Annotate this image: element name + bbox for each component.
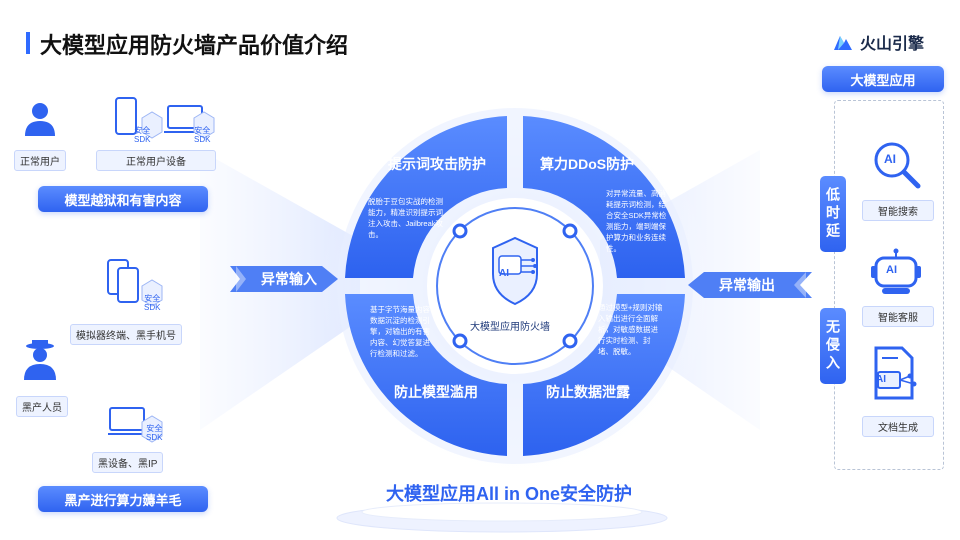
ring-node-bl xyxy=(452,333,468,349)
page-title: 大模型应用防火墙产品价值介绍 xyxy=(40,33,349,58)
robot-icon-text: AI xyxy=(886,264,897,276)
sector-leak-title: 防止数据泄露 xyxy=(546,384,630,400)
smart-search-label: 智能搜索 xyxy=(862,200,934,221)
sector-abuse-desc: 基于字节海量内容数据沉淀的检测引擎，对输出的有害内容、幻觉答复进行检测和过滤。 xyxy=(370,305,430,358)
abuse-banner: 黑产进行算力薅羊毛 xyxy=(38,486,208,512)
normal-devices-icon xyxy=(115,97,215,139)
abnormal-input-arrow xyxy=(230,266,338,292)
sector-abuse-title: 防止模型滥用 xyxy=(394,384,478,400)
sdk-badge-3: 安全 SDK xyxy=(144,294,161,312)
brand-logo-text: 火山引擎 xyxy=(860,36,925,53)
user-icon xyxy=(25,103,55,136)
low-latency-label: 低时延 xyxy=(825,187,841,241)
sector-prompt-attack-desc: 脱胎于豆包实战的检测能力，精准识别提示词注入攻击、Jailbreak攻击。 xyxy=(368,197,444,239)
non-intrusive-badge: 无侵入 xyxy=(820,308,846,384)
sector-leak xyxy=(523,294,685,456)
non-intrusive-label: 无侵入 xyxy=(825,319,841,373)
llm-app-header: 大模型应用 xyxy=(822,66,944,92)
sector-leak-desc: 通过模型+规则对输入输出进行全面解析，对敏感数据进行实时检测、封堵、脱敏。 xyxy=(598,303,663,356)
firewall-ring-diagram xyxy=(337,108,693,464)
hacker-icon xyxy=(24,340,56,380)
sector-abuse xyxy=(345,294,507,456)
abnormal-output-arrow xyxy=(688,272,812,298)
low-latency-badge: 低时延 xyxy=(820,176,846,252)
black-device-icon xyxy=(108,407,163,443)
sector-prompt-attack xyxy=(345,116,507,278)
brand-logo: 火山引擎 xyxy=(832,30,924,54)
black-device-label: 黑设备、黑IP xyxy=(92,452,164,473)
llm-app-panel xyxy=(834,100,944,470)
ai-shield-icon xyxy=(492,236,538,306)
ring-node-br xyxy=(562,333,578,349)
sector-ddos-title: 算力DDoS防护 xyxy=(540,156,635,172)
doc-gen-label: 文档生成 xyxy=(862,416,934,437)
abnormal-output-label: 异常输出 xyxy=(719,277,775,293)
sector-ddos xyxy=(523,116,685,278)
document-icon-text: AI xyxy=(876,374,886,385)
center-label: 大模型应用防火墙 xyxy=(470,322,550,333)
sdk-badge-2: 安全 SDK xyxy=(194,126,211,144)
sdk-badge-4: 安全 SDK xyxy=(146,424,163,442)
abnormal-input-label: 异常输入 xyxy=(261,271,317,287)
simulator-label: 模拟器终端、黑手机号 xyxy=(70,324,182,345)
normal-device-label: 正常用户设备 xyxy=(96,150,216,171)
jailbreak-banner: 模型越狱和有害内容 xyxy=(38,186,208,212)
document-icon xyxy=(874,346,917,400)
shield-icon-label: AI xyxy=(499,268,509,279)
title-accent-bar xyxy=(26,32,30,54)
volcano-logo-icon xyxy=(834,36,852,50)
ring-node-tl xyxy=(452,223,468,239)
smart-search-icon-text: AI xyxy=(884,152,896,166)
inner-ring xyxy=(436,207,594,365)
normal-user-label: 正常用户 xyxy=(14,150,66,171)
bottom-slogan: 大模型应用All in One安全防护 xyxy=(386,484,633,504)
simulator-device-icon xyxy=(107,259,163,307)
black-person-label: 黑产人员 xyxy=(16,396,68,417)
smart-service-label: 智能客服 xyxy=(862,306,934,327)
smart-search-icon xyxy=(874,142,921,189)
sdk-badge-1: 安全 SDK xyxy=(134,126,151,144)
sector-prompt-attack-title: 提示词攻击防护 xyxy=(388,156,486,172)
ring-node-tr xyxy=(562,223,578,239)
sector-ddos-desc: 对异常流量、高消耗提示词检测，结合安全SDK异常检测能力，端到端保护算力和业务连… xyxy=(606,189,667,253)
robot-icon xyxy=(871,248,921,294)
